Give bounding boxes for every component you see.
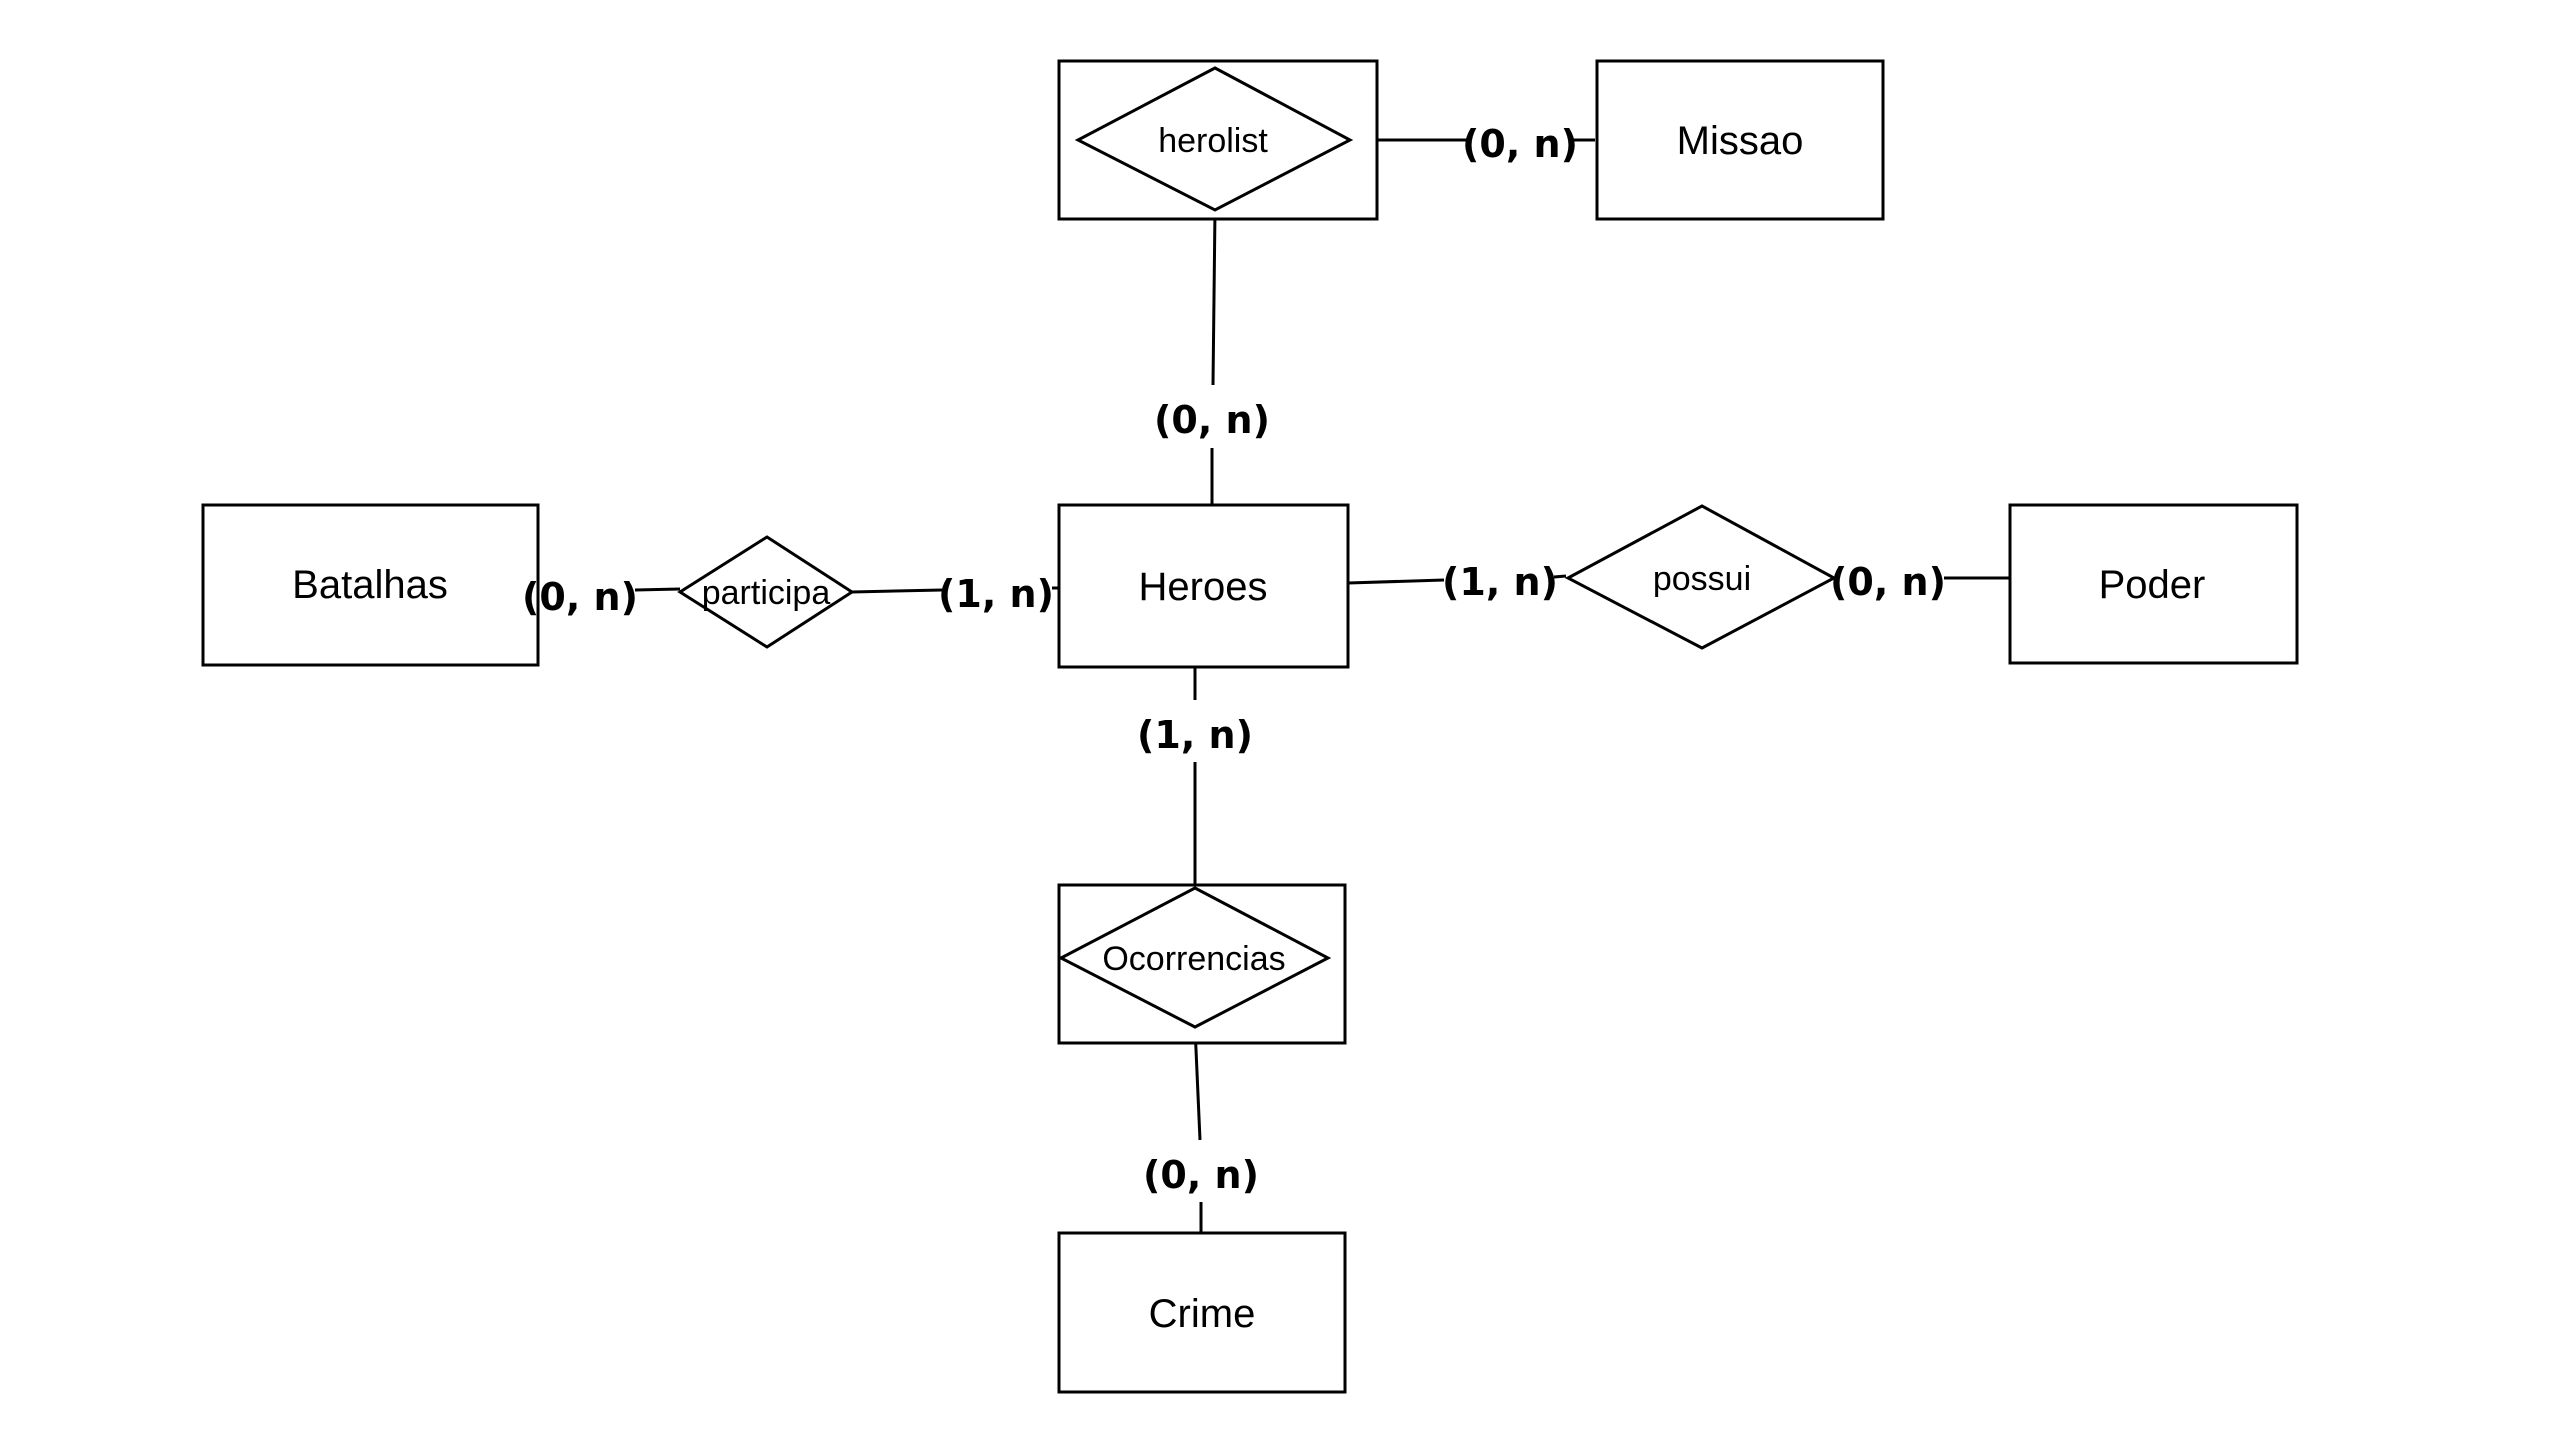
entity-crime[interactable]: Crime	[1057, 1231, 1347, 1394]
entity-poder[interactable]: Poder	[2008, 503, 2299, 665]
edge-card-participa-left	[634, 587, 681, 592]
participa-diamond	[677, 535, 855, 649]
cardinality-possui-poder: (0, n)	[1830, 560, 1946, 604]
poder-label: Poder	[2099, 563, 2206, 607]
cardinality-herolist-missao: (0, n)	[1462, 122, 1578, 166]
edge-card-possui-left	[1553, 574, 1567, 579]
heroes-label: Heroes	[1139, 565, 1268, 609]
edge-herolist-heroes-upper	[1211, 209, 1217, 386]
herolist-label: herolist	[1158, 122, 1268, 160]
associative-entity-herolist[interactable]: herolist	[1057, 59, 1379, 221]
cardinality-labels: (0, n) (0, n) (0, n) (1, n) (1, n) (0, n…	[522, 122, 1946, 1197]
cardinality-batalhas-participa: (0, n)	[522, 575, 638, 619]
edge-ocorrencias-card	[1193, 1026, 1202, 1141]
herolist-diamond	[1074, 66, 1354, 212]
missao-box	[1595, 59, 1885, 221]
batalhas-box	[201, 503, 540, 667]
edge-heroes-possui	[1347, 578, 1445, 585]
participa-label: participa	[702, 574, 831, 612]
entity-batalhas[interactable]: Batalhas	[201, 503, 540, 667]
missao-label: Missao	[1677, 119, 1804, 163]
cardinality-herolist-heroes: (0, n)	[1154, 398, 1270, 442]
poder-box	[2008, 503, 2299, 665]
ocorrencias-diamond	[1057, 886, 1332, 1029]
edge-participa-heroes	[851, 588, 943, 594]
cardinality-participa-heroes: (1, n)	[938, 572, 1054, 616]
batalhas-label: Batalhas	[292, 563, 448, 607]
crime-label: Crime	[1149, 1292, 1256, 1336]
cardinality-heroes-ocorrencias: (1, n)	[1137, 713, 1253, 757]
relationship-possui[interactable]: possui	[1564, 504, 1838, 650]
heroes-box	[1057, 503, 1350, 669]
entity-heroes[interactable]: Heroes	[1057, 503, 1350, 669]
connectors	[536, 138, 2010, 1233]
entity-missao[interactable]: Missao	[1595, 59, 1885, 221]
possui-label: possui	[1653, 560, 1751, 598]
ocorrencias-label: Ocorrencias	[1102, 940, 1285, 978]
associative-entity-ocorrencias[interactable]: Ocorrencias	[1057, 883, 1347, 1045]
crime-box	[1057, 1231, 1347, 1394]
cardinality-ocorrencias-crime: (0, n)	[1143, 1153, 1259, 1197]
possui-diamond	[1564, 504, 1838, 650]
relationship-participa[interactable]: participa	[677, 535, 855, 649]
cardinality-heroes-possui: (1, n)	[1442, 560, 1558, 604]
